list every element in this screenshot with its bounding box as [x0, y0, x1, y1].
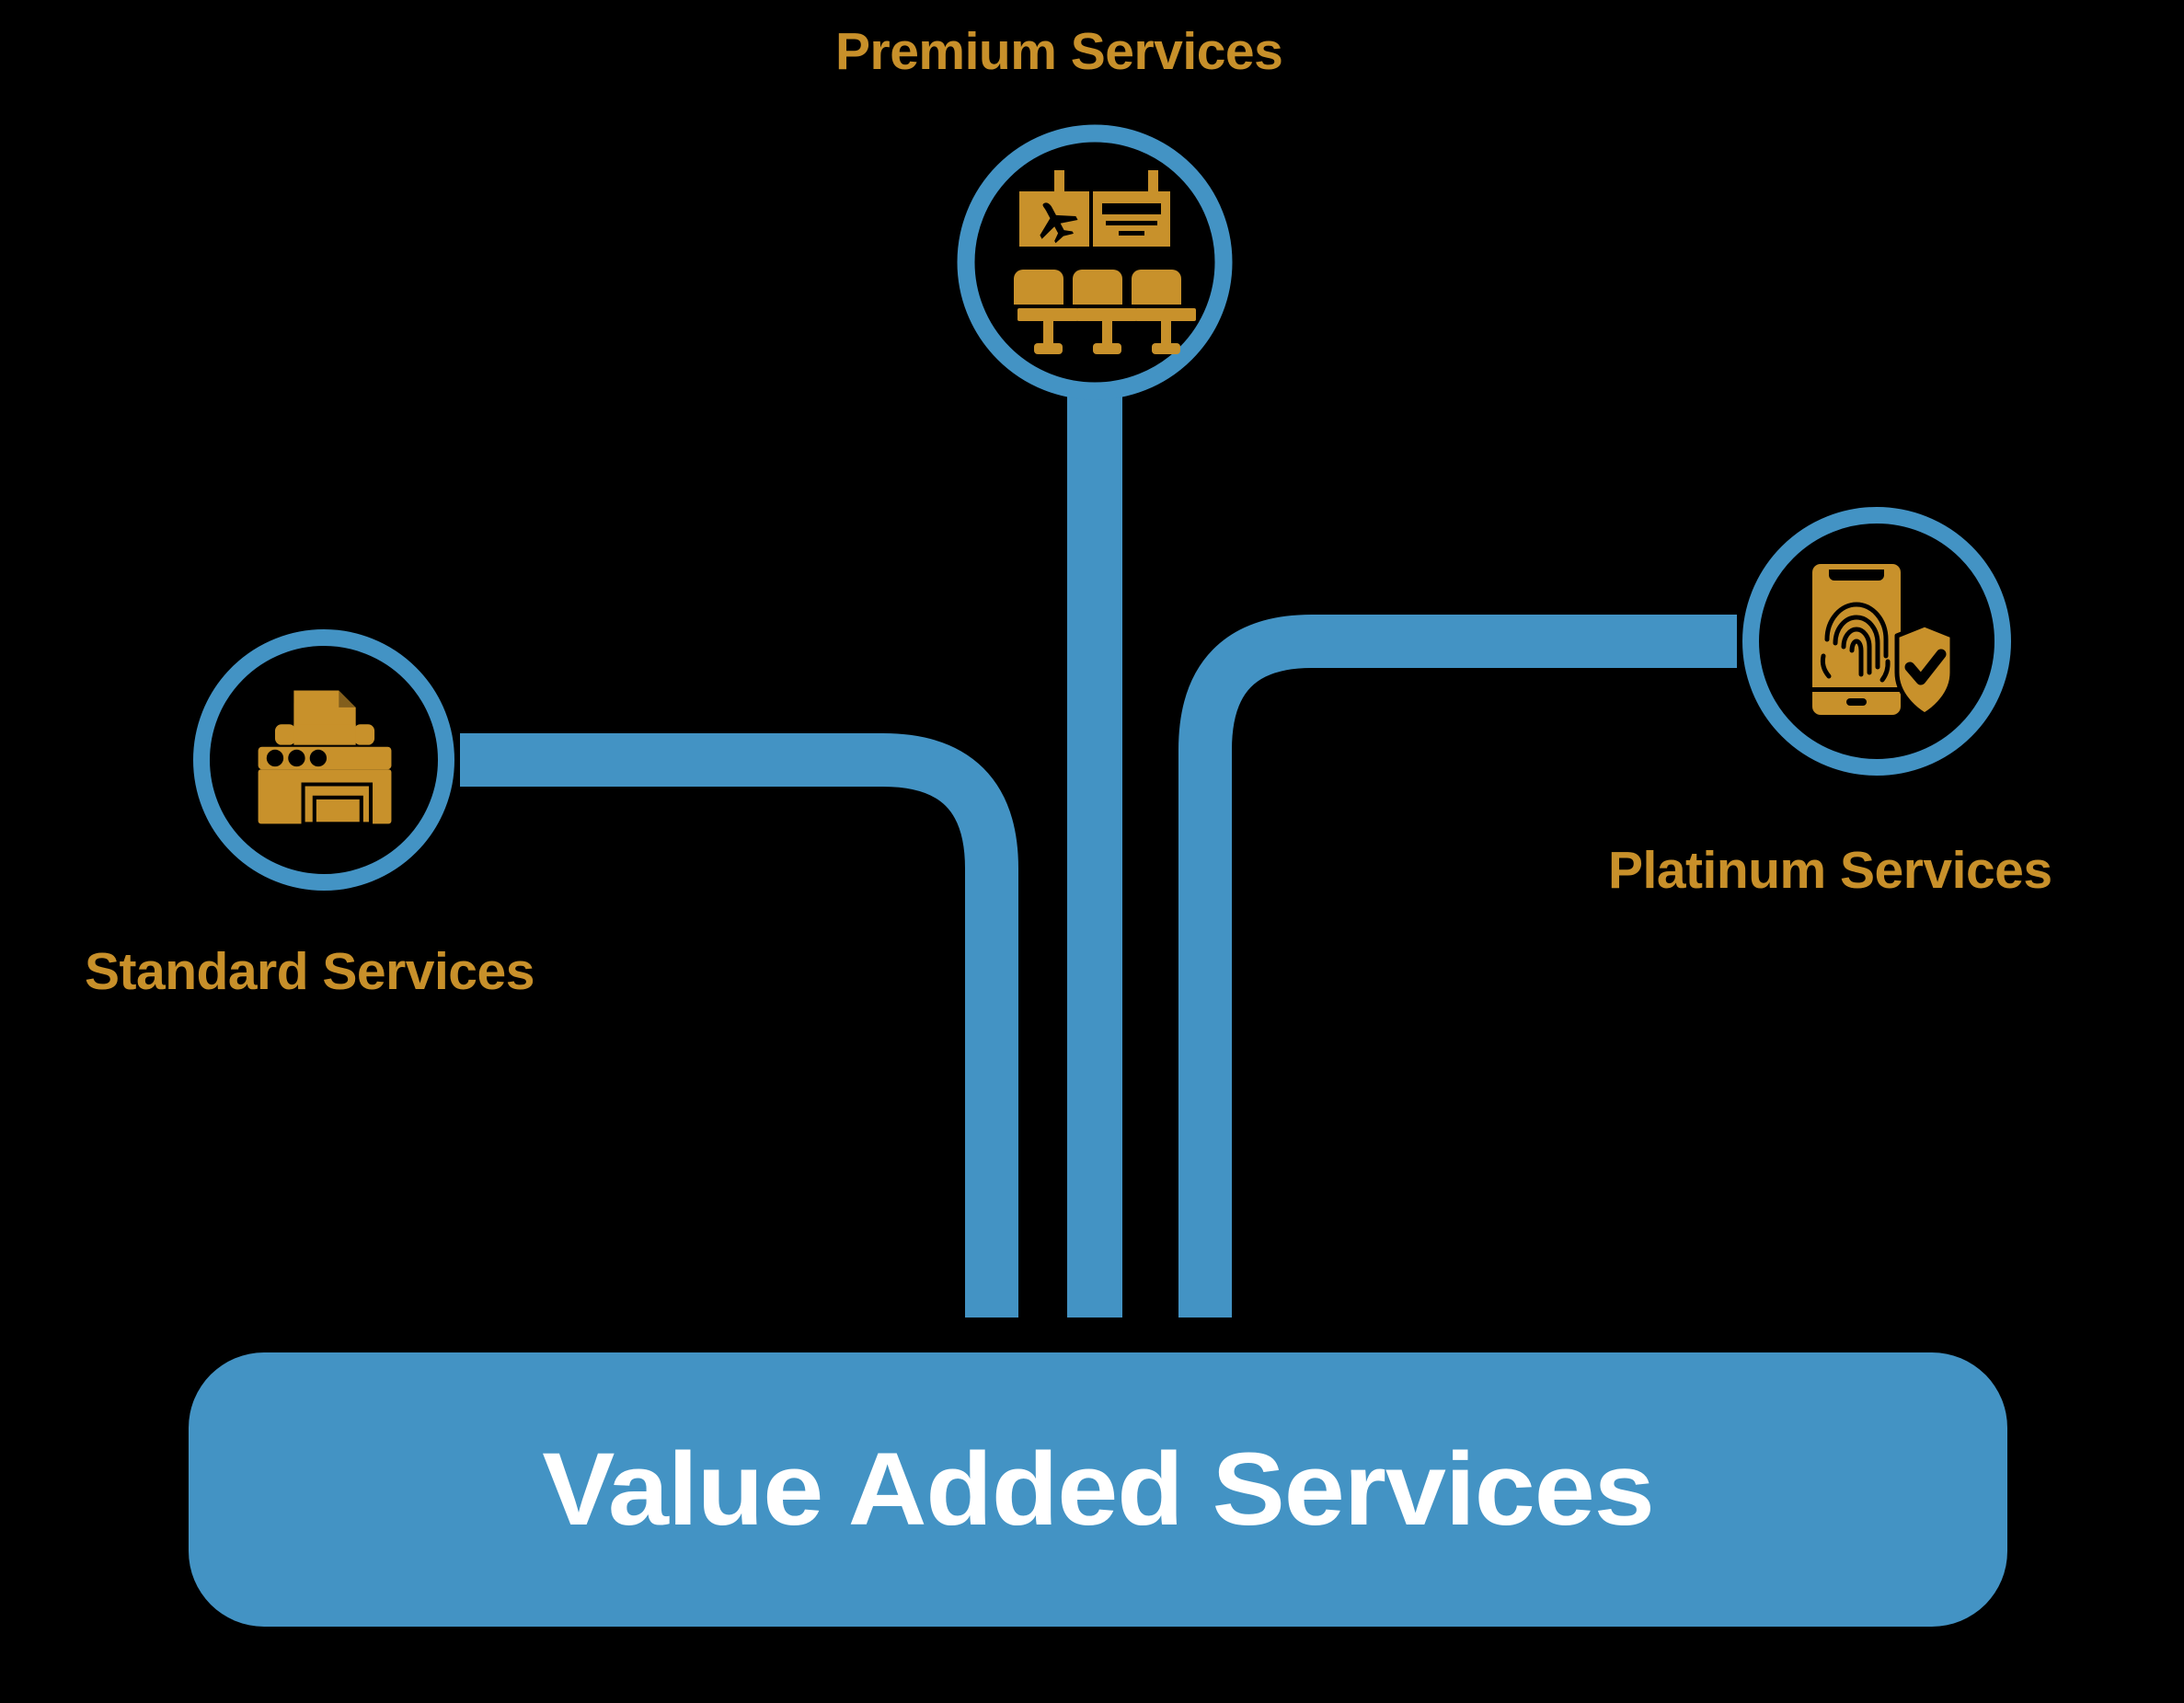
- airport-lounge-icon: [1014, 170, 1196, 354]
- label-standard-services: Standard Services: [85, 942, 535, 1001]
- base-panel-title: Value Added Services: [542, 1432, 1654, 1547]
- label-platinum-services: Platinum Services: [1608, 841, 2052, 900]
- base-panel: [189, 1352, 2007, 1627]
- connector-pipes: [460, 396, 1737, 1318]
- pipe-platinum: [1178, 615, 1737, 1318]
- printer-icon: [258, 690, 392, 826]
- label-premium-services: Premium Services: [835, 22, 1283, 81]
- mobile-fingerprint-shield-icon: [1812, 564, 1955, 718]
- pipe-standard: [460, 733, 1018, 1318]
